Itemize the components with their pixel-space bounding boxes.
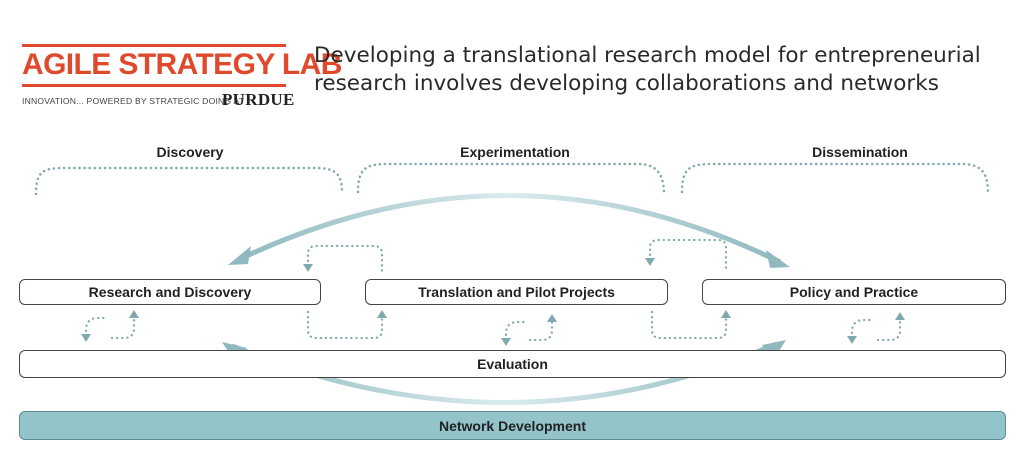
swirl-policy-right (876, 318, 902, 342)
swirl-translation-left (504, 320, 530, 342)
bracket-discovery (34, 166, 344, 196)
loop-bottom-research-translation (306, 310, 384, 340)
logo-brand: PURDUE (222, 90, 295, 109)
swirl-arrowhead-4 (547, 314, 557, 322)
loop-arrowhead-4 (721, 310, 731, 318)
stage-network-development-label: Network Development (438, 417, 587, 434)
arrow-top-curve (236, 193, 782, 265)
bracket-dissemination (680, 162, 990, 196)
arrow-top-head-right (766, 250, 790, 268)
stage-evaluation-label: Evaluation (477, 356, 548, 372)
loop-top-research-translation (306, 244, 384, 274)
phase-label-experimentation: Experimentation (460, 144, 570, 160)
swirl-arrowhead-6 (895, 312, 905, 320)
swirl-arrowhead-1 (81, 334, 91, 342)
bracket-experimentation (356, 162, 666, 196)
stage-translation-pilot: Translation and Pilot Projects (365, 279, 668, 305)
arrow-top-head-left (228, 246, 251, 265)
stage-policy-practice-label: Policy and Practice (789, 284, 919, 300)
swirl-research-left (84, 316, 110, 338)
loop-arrowhead-2 (645, 258, 655, 266)
loop-arrowhead-1 (303, 264, 313, 272)
phase-label-dissemination: Dissemination (812, 144, 908, 160)
stage-research-discovery-label: Research and Discovery (88, 284, 252, 300)
loop-arrowhead-3 (377, 310, 387, 318)
stage-network-development: Network Development (19, 411, 1006, 440)
stage-evaluation: Evaluation (19, 350, 1006, 378)
logo-tagline: INNOVATION... POWERED BY STRATEGIC DOING… (22, 96, 245, 106)
swirl-arrowhead-5 (847, 336, 857, 344)
stage-policy-practice: Policy and Practice (702, 279, 1006, 305)
logo-bottom-rule (22, 84, 286, 87)
loop-top-translation-policy (648, 238, 728, 274)
stage-research-discovery: Research and Discovery (19, 279, 321, 305)
logo-top-rule (22, 44, 286, 47)
stage-translation-pilot-label: Translation and Pilot Projects (418, 284, 615, 300)
phase-label-discovery: Discovery (156, 144, 224, 160)
swirl-arrowhead-2 (129, 310, 139, 318)
headline: Developing a translational research mode… (314, 43, 981, 96)
swirl-translation-right (528, 320, 554, 342)
swirl-arrowhead-3 (501, 338, 511, 346)
swirl-research-right (110, 316, 136, 340)
loop-bottom-translation-policy (650, 310, 728, 340)
swirl-policy-left (850, 318, 876, 340)
